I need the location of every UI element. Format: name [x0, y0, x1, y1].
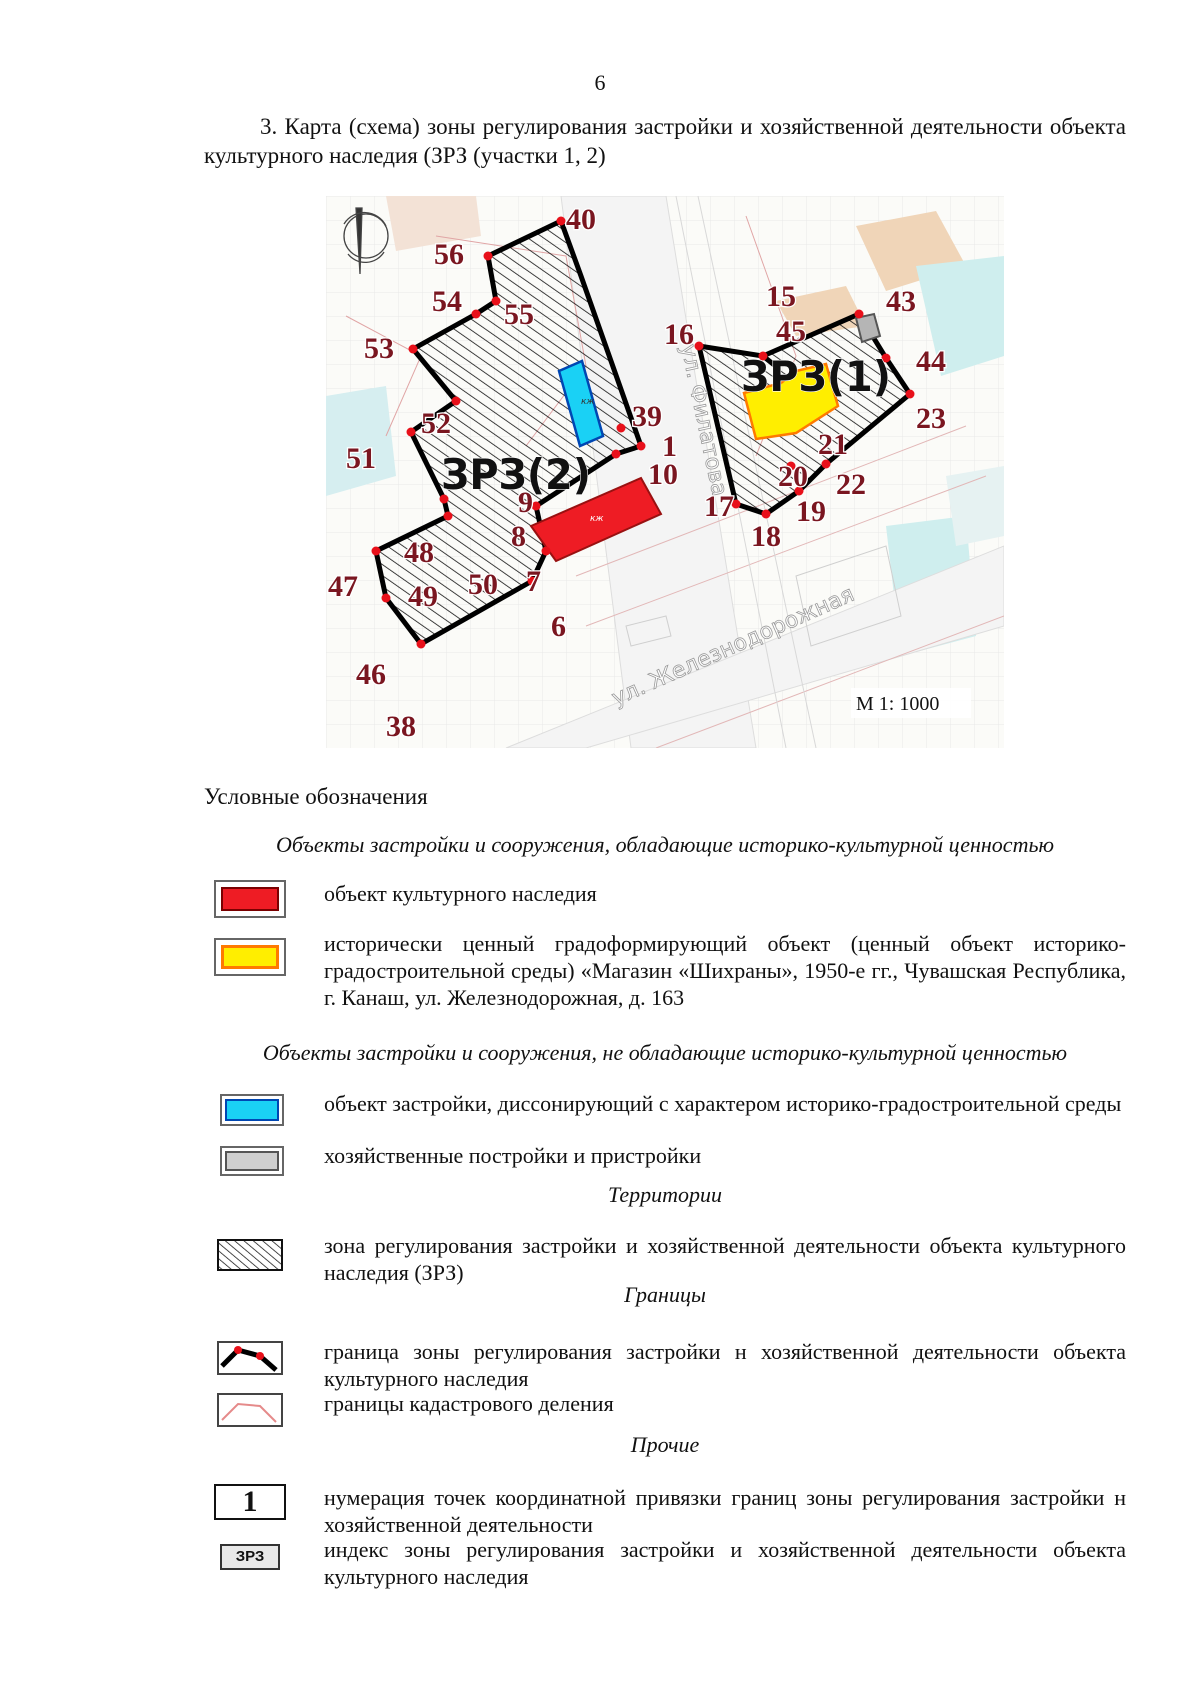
- legend-text: индекс зоны регулирования застройки и хо…: [324, 1537, 1126, 1589]
- legend-text: зона регулирования застройки и хозяйстве…: [324, 1233, 1126, 1285]
- sample-zone-index: ЗРЗ: [220, 1544, 280, 1570]
- point-label: 38: [386, 710, 416, 743]
- cadastral-border-swatch: [217, 1393, 283, 1427]
- point-label: 48: [404, 536, 434, 569]
- point-label: 9: [518, 486, 533, 519]
- legend-text: границы кадастрового деления: [324, 1391, 614, 1416]
- point-label: 10: [648, 458, 678, 491]
- legend-title: Условные обозначения: [204, 784, 428, 809]
- point-label: 16: [664, 318, 694, 351]
- point-label: 44: [916, 345, 946, 378]
- point-label: 22: [836, 468, 866, 501]
- zone-label-zrz1: ЗРЗ(1): [741, 352, 891, 401]
- legend-text: объект застройки, диссонирующий с характ…: [324, 1091, 1122, 1116]
- dissonant-swatch: [212, 1094, 288, 1134]
- point-label: 40: [566, 203, 596, 236]
- point-label: 17: [704, 490, 734, 523]
- legend-category-valuable: Объекты застройки и сооружения, обладающ…: [276, 832, 1054, 857]
- point-label: 54: [432, 285, 462, 318]
- valuable-swatch: [212, 938, 288, 978]
- legend-text: граница зоны регулирования застройки н х…: [324, 1339, 1126, 1391]
- legend-text: объект культурного наследия: [324, 881, 597, 906]
- building-mark-dissonant: кж: [581, 397, 595, 407]
- legend-text: нумерация точек координатной привязки гр…: [324, 1485, 1126, 1537]
- point-label: 50: [468, 568, 498, 601]
- sample-point-number: 1: [214, 1484, 286, 1520]
- point-label: 43: [886, 285, 916, 318]
- point-label: 45: [776, 315, 806, 348]
- point-label: 7: [526, 565, 541, 598]
- legend-text: хозяйственные постройки и пристройки: [324, 1143, 702, 1168]
- section-heading: 3. Карта (схема) зоны регулирования заст…: [204, 114, 1126, 168]
- heritage-swatch: [212, 880, 288, 920]
- point-label: 53: [364, 332, 394, 365]
- point-label: 6: [551, 610, 566, 643]
- point-label: 51: [346, 442, 376, 475]
- point-label: 1: [662, 430, 677, 463]
- zone-label-zrz2: ЗРЗ(2): [441, 450, 591, 499]
- point-label: 8: [511, 520, 526, 553]
- zone-border-swatch: [217, 1341, 283, 1375]
- point-label: 49: [408, 580, 438, 613]
- numbering-swatch: 1: [212, 1484, 288, 1524]
- point-label: 56: [434, 238, 464, 271]
- legend-category-territories: Территории: [607, 1182, 723, 1207]
- point-label: 47: [328, 570, 358, 603]
- point-label: 21: [818, 428, 848, 461]
- point-label: 55: [504, 298, 534, 331]
- legend-text: исторически ценный градоформирующий объе…: [324, 931, 1126, 1010]
- zone-hatch-swatch: [217, 1239, 283, 1271]
- building-mark-heritage: кж: [590, 514, 604, 524]
- point-label: 15: [766, 280, 796, 313]
- legend-category-non-valuable: Объекты застройки и сооружения, не облад…: [262, 1040, 1068, 1065]
- zone-map: кж кж ул. Филатова ул. Железнодорожная З…: [326, 196, 1004, 748]
- page-number: 6: [594, 70, 606, 95]
- index-swatch: ЗРЗ: [212, 1542, 288, 1582]
- point-label: 18: [751, 520, 781, 553]
- point-label: 20: [778, 460, 808, 493]
- outbuilding-swatch: [212, 1146, 288, 1186]
- point-label: 19: [796, 495, 826, 528]
- legend-category-other: Прочие: [630, 1432, 700, 1457]
- point-label: 23: [916, 402, 946, 435]
- point-label: 52: [421, 407, 451, 440]
- point-label: 46: [356, 658, 386, 691]
- legend-category-borders: Границы: [624, 1282, 706, 1307]
- point-label: 39: [632, 400, 662, 433]
- map-scale: М 1: 1000: [856, 693, 939, 715]
